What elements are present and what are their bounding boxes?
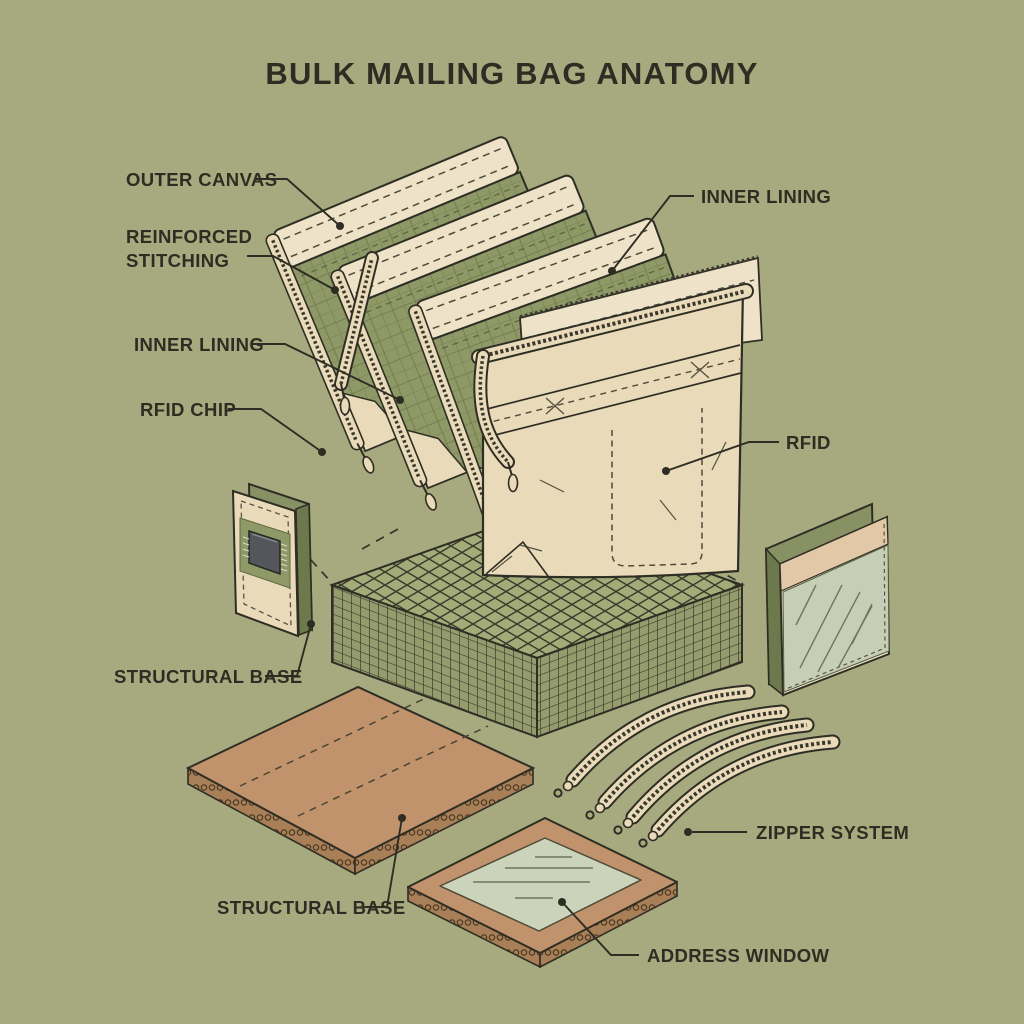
zipper-strip-4: [638, 734, 841, 848]
diagram-title: BULK MAILING BAG ANATOMY: [265, 56, 758, 91]
zipper-strip-3: [613, 717, 815, 835]
rfid-chip-card: [231, 482, 314, 638]
label-structural-base-left: STRUCTURAL BASE: [114, 666, 303, 687]
front-bag: [471, 255, 763, 579]
leader-structural-base-left: [265, 623, 312, 677]
label-zipper-system: ZIPPER SYSTEM: [756, 822, 909, 843]
rfid-chip-die: [248, 529, 281, 576]
label-reinforced-line1: REINFORCED: [126, 226, 252, 247]
label-outer-canvas: OUTER CANVAS: [126, 169, 277, 190]
leader-lines: [228, 178, 779, 956]
label-structural-base-bottom: STRUCTURAL BASE: [217, 897, 406, 918]
leader-inner-lining-right: [611, 195, 694, 272]
label-rfid-chip: RFID CHIP: [140, 399, 236, 420]
label-inner-lining-left: INNER LINING: [134, 334, 264, 355]
leader-rfid-chip: [228, 408, 323, 453]
zipper-strip-2: [585, 704, 790, 820]
zipper-strip-1: [553, 684, 756, 798]
label-rfid: RFID: [786, 432, 831, 453]
label-reinforced-line2: STITCHING: [126, 250, 229, 271]
label-address-window: ADDRESS WINDOW: [647, 945, 830, 966]
leader-address-window: [561, 901, 639, 956]
leader-rfid: [665, 441, 779, 472]
leader-reinforced-stitching: [247, 255, 336, 291]
leader-dots: [307, 222, 692, 906]
window-panel: [764, 502, 891, 697]
label-inner-lining-right: INNER LINING: [701, 186, 831, 207]
leader-structural-base-bottom: [363, 817, 403, 908]
address-window-plate: [407, 817, 678, 969]
zipper-strips: [553, 684, 841, 848]
structural-base-board: [185, 685, 536, 876]
leader-outer-canvas: [256, 178, 341, 227]
bag1-zipper-detail: [334, 251, 379, 416]
leader-inner-lining-left: [251, 343, 401, 401]
